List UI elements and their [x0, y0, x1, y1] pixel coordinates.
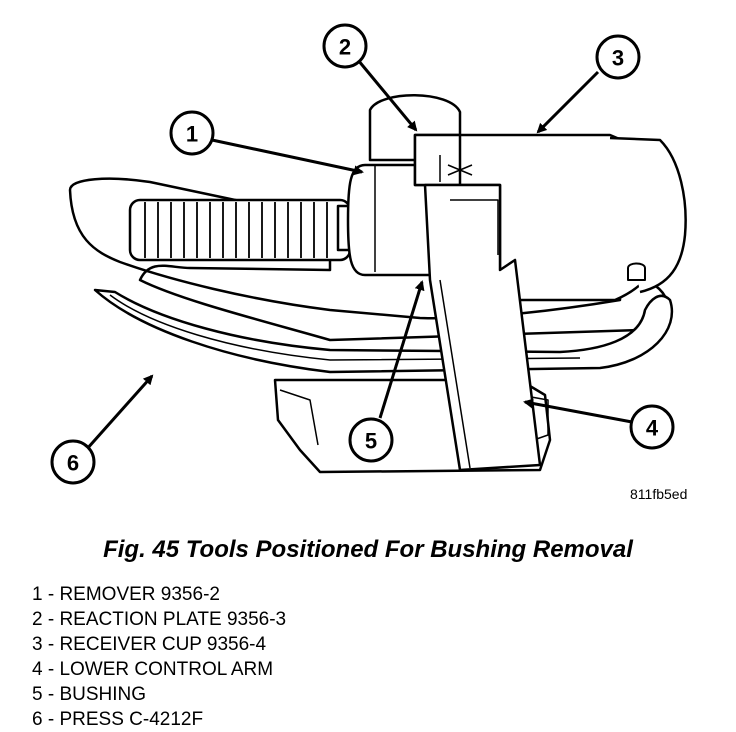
- callout-5-leader: [378, 280, 425, 419]
- figure-caption: Fig. 45 Tools Positioned For Bushing Rem…: [103, 536, 633, 563]
- callout-1-number: 1: [186, 122, 198, 147]
- callout-2-circle: [322, 23, 368, 69]
- tool-illustration: 1 2 3 4 5 6: [50, 23, 687, 485]
- legend-item-lower-control-arm: 4 - LOWER CONTROL ARM: [32, 659, 274, 680]
- callout-1-leader: [211, 138, 364, 176]
- bushing: [423, 183, 542, 472]
- callout-5-circle: [348, 417, 394, 463]
- callout-5-number: 5: [365, 429, 377, 454]
- callout-1-circle: [169, 110, 215, 156]
- callout-2-leader: [356, 59, 418, 132]
- remover: [346, 94, 462, 277]
- callout-6-circle: [50, 439, 96, 485]
- threaded-screw: [128, 198, 370, 262]
- callout-2-number: 2: [339, 35, 351, 60]
- legend-item-bushing: 5 - BUSHING: [32, 684, 147, 705]
- callout-4-circle: [629, 404, 675, 450]
- legend-item-reaction-plate: 2 - REACTION PLATE 9356-3: [32, 609, 287, 630]
- callout-6-number: 6: [67, 451, 79, 476]
- reaction-plate: [413, 133, 473, 187]
- receiver-cup: [413, 133, 687, 302]
- callout-4-leader: [523, 398, 633, 424]
- callout-3-number: 3: [612, 46, 624, 71]
- callout-6-leader: [84, 374, 154, 451]
- legend-item-receiver-cup: 3 - RECEIVER CUP 9356-4: [32, 634, 267, 655]
- callout-3-circle: [595, 34, 641, 80]
- callout-4-number: 4: [646, 416, 659, 441]
- legend: 1 - REMOVER 9356-2 2 - REACTION PLATE 93…: [32, 582, 286, 732]
- legend-item-press: 6 - PRESS C-4212F: [32, 709, 204, 730]
- legend-item-remover: 1 - REMOVER 9356-2: [32, 584, 220, 605]
- image-code: 811fb5ed: [630, 486, 688, 502]
- callout-3-leader: [536, 70, 600, 134]
